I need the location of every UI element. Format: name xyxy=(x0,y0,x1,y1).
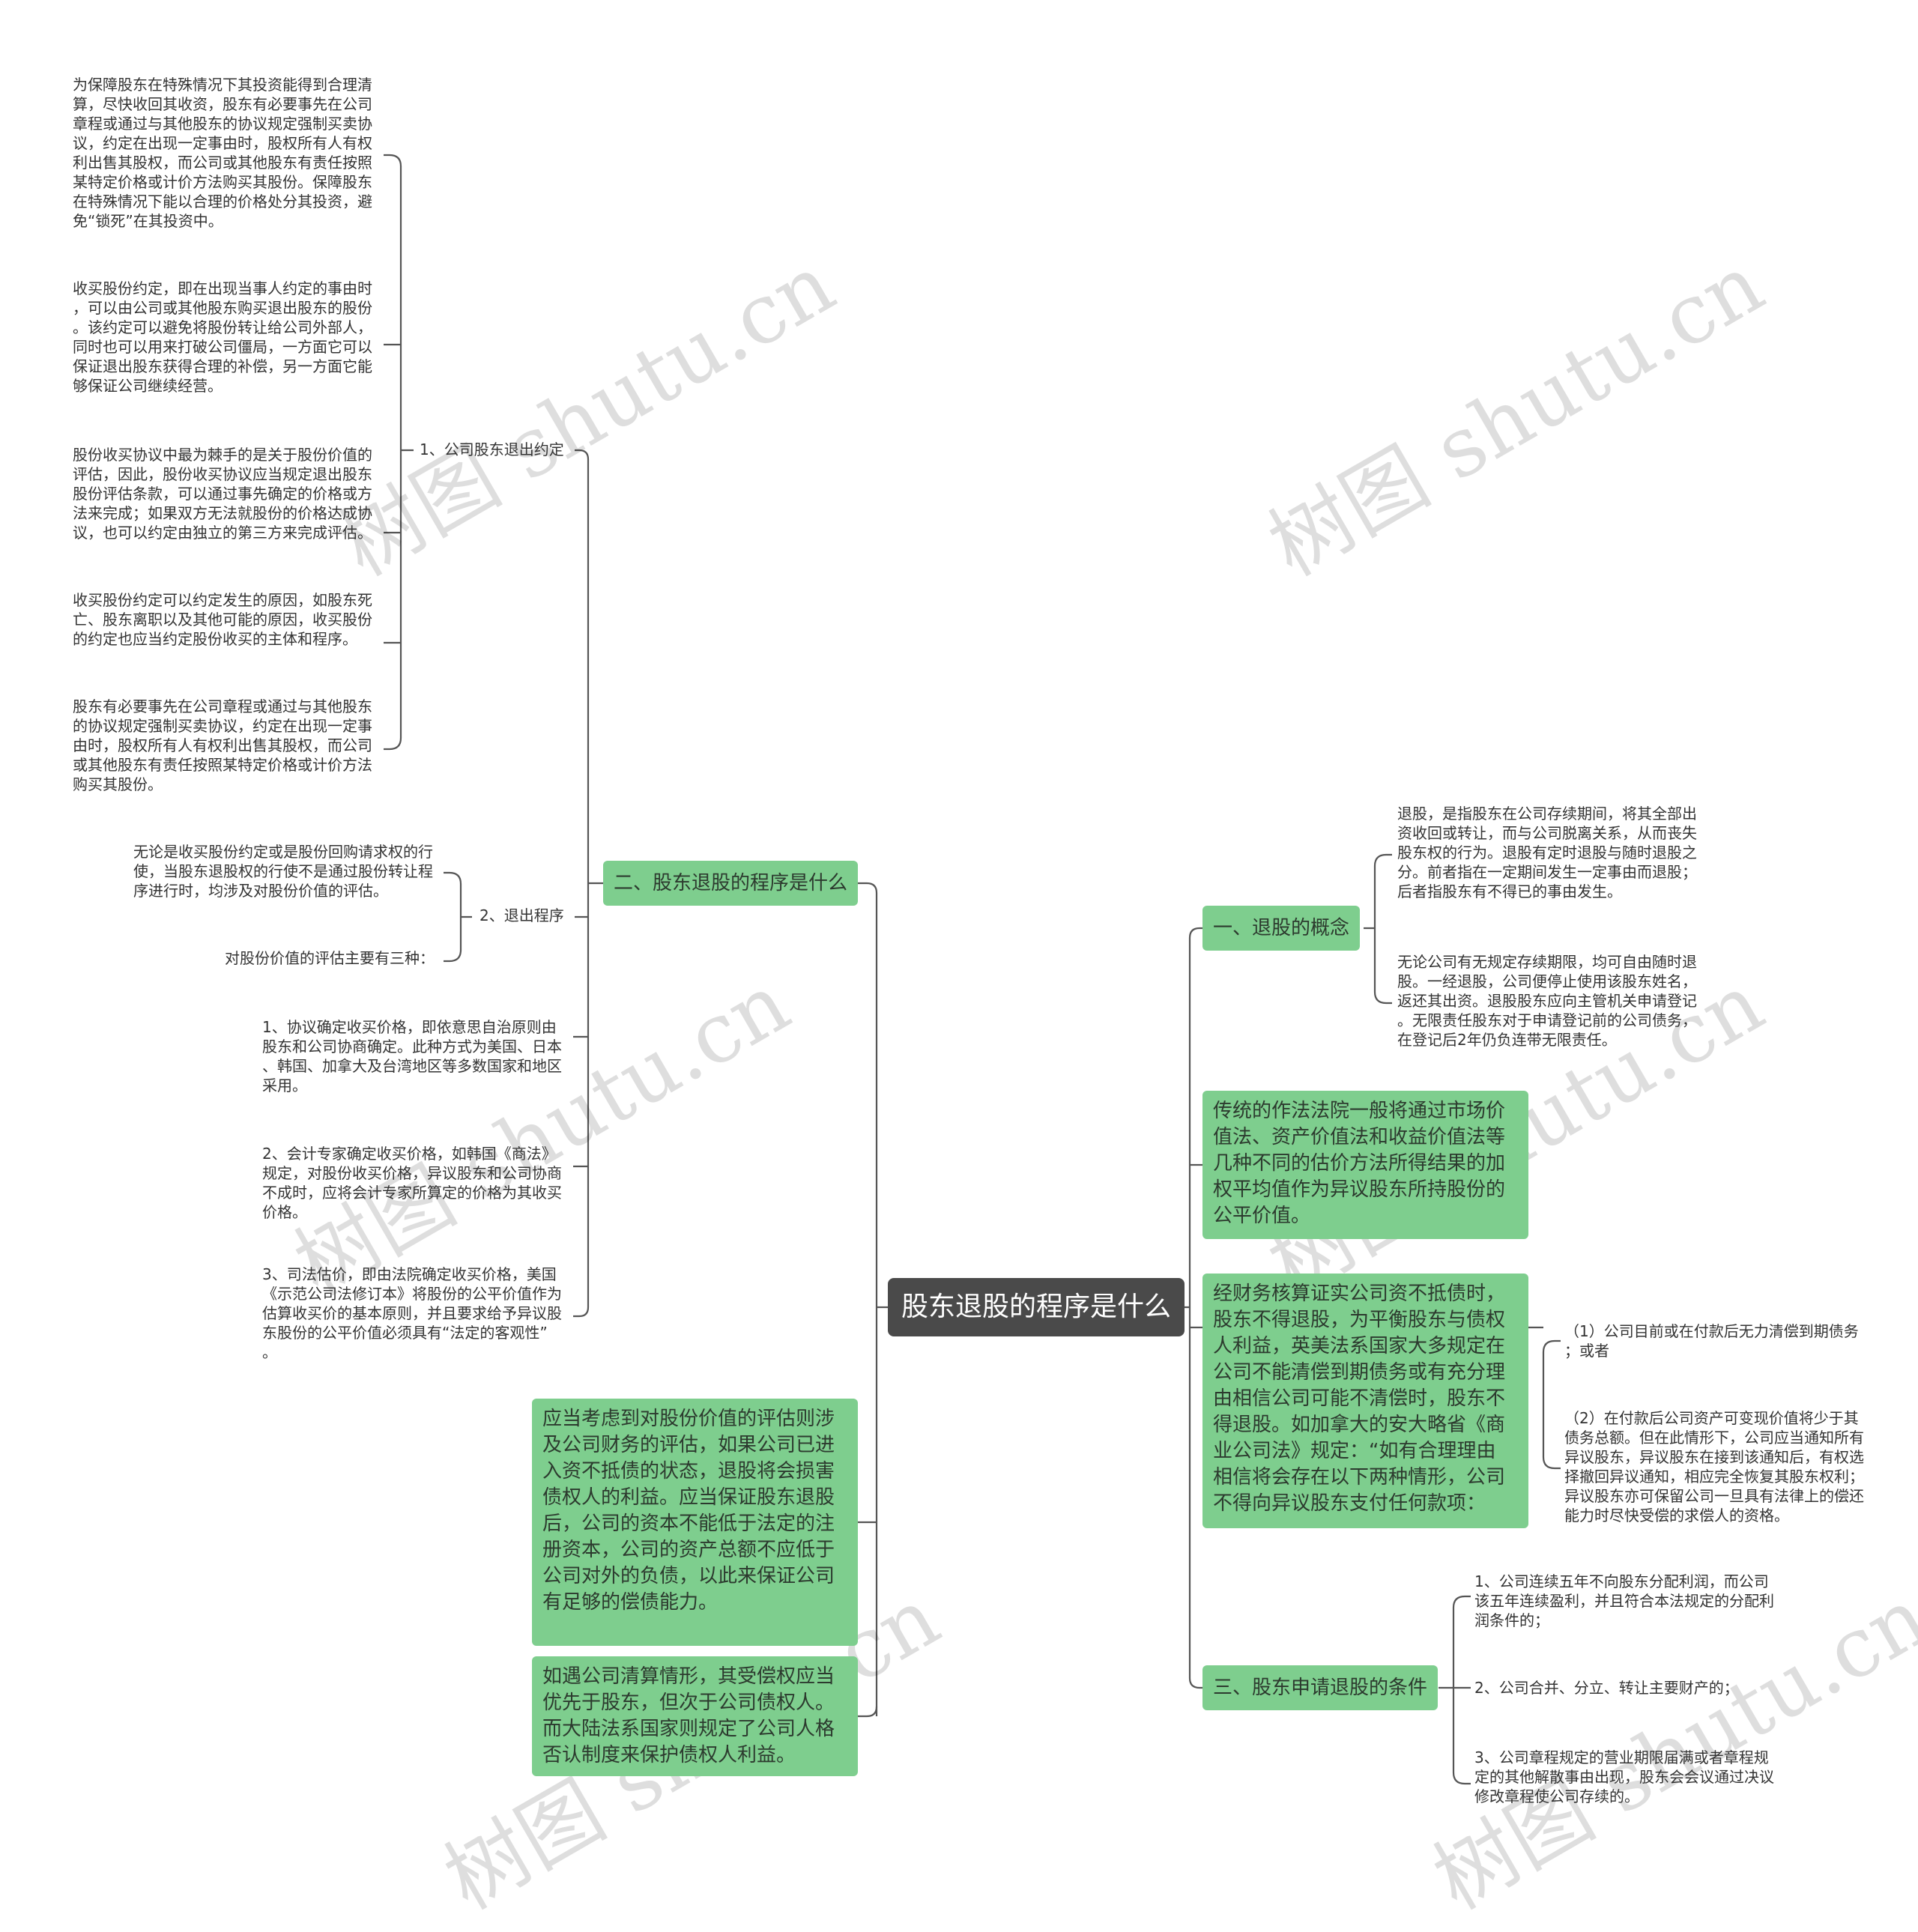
leaf-exit-procedure-2: 对股份价值的评估主要有三种： xyxy=(225,949,435,967)
subtopic-exit-procedure[interactable]: 2、退出程序 xyxy=(480,906,564,924)
link-right-b1 xyxy=(1188,927,1202,939)
leaf-condition-2: 2、公司合并、分立、转让主要财产的； xyxy=(1474,1679,1739,1697)
branch-left-procedure[interactable]: 二、股东退股的程序是什么 xyxy=(603,861,859,906)
leaf-valuation-method-1: 1、协议确定收买价格，即依意思自治原则由 股东和公司协商确定。此种方式为美国、日… xyxy=(262,1018,562,1094)
bracket-sub1 xyxy=(384,154,414,751)
bracket-right-b3 xyxy=(1438,1595,1471,1785)
branch-right-concept[interactable]: 一、退股的概念 xyxy=(1202,906,1361,951)
link-left-note2 xyxy=(858,1706,878,1718)
leaf-condition-3: 3、公司章程规定的营业期限届满或者章程规 定的其他解散事由出现，股东会会议通过决… xyxy=(1474,1748,1774,1805)
center-topic[interactable]: 股东退股的程序是什么 xyxy=(888,1278,1185,1336)
bracket-right-g2 xyxy=(1528,1326,1561,1470)
link-left-branch xyxy=(858,882,878,894)
leaf-exit-agreement-1: 为保障股东在特殊情况下其投资能得到合理清 算，尽快收回其收资，股东有必要事先在公… xyxy=(73,76,372,230)
leaf-exit-agreement-2: 收买股份约定，即在出现当事人约定的事由时 ，可以由公司或其他股东购买退出股东的股… xyxy=(73,279,372,395)
link-sub1 xyxy=(575,449,590,460)
branch-right-conditions[interactable]: 三、股东申请退股的条件 xyxy=(1202,1665,1438,1710)
leaf-valuation-method-3: 3、司法估价，即由法院确定收买价格，美国 《示范公司法修订本》将股份的公平价值作… xyxy=(262,1265,562,1361)
leaf-exit-procedure-1: 无论是收买股份约定或是股份回购请求权的行 使，当股东退股权的行使不是通过股份转让… xyxy=(133,843,433,900)
note-traditional-valuation[interactable]: 传统的作法法院一般将通过市场价 值法、资产价值法和收益价值法等 几种不同的估价方… xyxy=(1202,1091,1528,1239)
bracket-sub2 xyxy=(444,871,472,963)
leaf-insolvency-2: （2）在付款后公司资产可变现价值将少于其 债务总额。但在此情形下，公司应当通知所… xyxy=(1564,1409,1864,1524)
note-liquidation-priority[interactable]: 如遇公司清算情形，其受偿权应当 优先于股东，但次于公司债权人。 而大陆法系国家则… xyxy=(532,1656,858,1776)
leaf-exit-agreement-5: 股东有必要事先在公司章程或通过与其他股东 的协议规定强制买卖协议，约定在出现一定… xyxy=(73,697,372,793)
leaf-valuation-method-2: 2、会计专家确定收买价格，如韩国《商法》 规定，对股份收买价格，异议股东和公司协… xyxy=(262,1145,562,1221)
subtopic-exit-agreement[interactable]: 1、公司股东退出约定 xyxy=(420,440,564,458)
link-method3 xyxy=(573,1306,590,1318)
bracket-right-b1 xyxy=(1364,853,1392,1005)
connector-lines xyxy=(384,154,1561,1785)
link-right-b3 xyxy=(1188,1677,1202,1689)
leaf-exit-agreement-4: 收买股份约定可以约定发生的原因，如股东死 亡、股东离职以及其他可能的原因，收买股… xyxy=(73,591,372,648)
note-insolvency-rule[interactable]: 经财务核算证实公司资不抵债时， 股东不得退股，为平衡股东与债权 人利益，英美法系… xyxy=(1202,1274,1528,1528)
leaf-exit-agreement-3: 股份收买协议中最为棘手的是关于股份价值的 评估，因此，股份收买协议应当规定退出股… xyxy=(73,446,372,542)
note-creditor-protection[interactable]: 应当考虑到对股份价值的评估则涉 及公司财务的评估，如果公司已进 入资不抵债的状态… xyxy=(532,1399,858,1646)
leaf-insolvency-1: （1）公司目前或在付款后无力清偿到期债务 ；或者 xyxy=(1564,1322,1859,1360)
leaf-concept-2: 无论公司有无规定存续期限，均可自由随时退 股。一经退股，公司便停止使用该股东姓名… xyxy=(1397,953,1697,1049)
leaf-concept-1: 退股，是指股东在公司存续期间，将其全部出 资收回或转让，而与公司脱离关系，从而丧… xyxy=(1397,805,1697,900)
leaf-condition-1: 1、公司连续五年不向股东分配利润，而公司 该五年连续盈利，并且符合本法规定的分配… xyxy=(1474,1572,1774,1629)
